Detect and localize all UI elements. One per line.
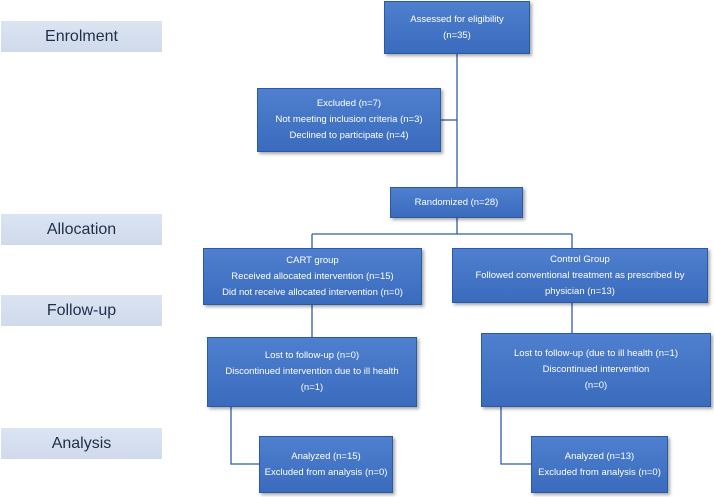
excluded-line2: Not meeting inclusion criteria (n=3) — [275, 114, 423, 125]
control-analysis-line1: Analyzed (n=13) — [564, 450, 635, 462]
control-analysis-box: Analyzed (n=13) Excluded from analysis (… — [531, 436, 668, 493]
cart-line1: CART group — [286, 254, 339, 266]
control-line1: Control Group — [550, 253, 610, 265]
cart-analysis-line1: Analyzed (n=15) — [291, 450, 361, 462]
cart-line3: Did not receive allocated intervention (… — [222, 286, 403, 298]
control-followup-line2: Discontinued intervention — [542, 364, 650, 375]
stage-enrolment: Enrolment — [1, 21, 162, 52]
assessed-line2: (n=35) — [443, 29, 471, 41]
control-followup-line3: (n=0) — [584, 380, 608, 391]
stage-followup: Follow-up — [1, 295, 162, 326]
control-group-box: Control Group Followed conventional trea… — [452, 248, 708, 303]
cart-analysis-line2: Excluded from analysis (n=0) — [264, 466, 388, 478]
assessed-box: Assessed for eligibility (n=35) — [384, 1, 530, 54]
excluded-line3: Declined to participate (n=4) — [289, 130, 409, 141]
cart-followup-box: Lost to follow-up (n=0) Discontinued int… — [207, 337, 417, 407]
control-analysis-line2: Excluded from analysis (n=0) — [538, 466, 661, 478]
control-followup-line1: Lost to follow-up (due to ill health (n=… — [514, 348, 678, 359]
randomized-box: Randomized (n=28) — [390, 187, 523, 218]
control-followup-box: Lost to follow-up (due to ill health (n=… — [481, 333, 711, 407]
cart-analysis-box: Analyzed (n=15) Excluded from analysis (… — [259, 436, 393, 493]
cart-followup-line2: Discontinued intervention due to ill hea… — [225, 366, 399, 377]
excluded-box: Excluded (n=7) Not meeting inclusion cri… — [257, 88, 441, 152]
stage-allocation: Allocation — [1, 214, 162, 245]
connector-control-analysis — [500, 407, 531, 465]
cart-followup-line1: Lost to follow-up (n=0) — [264, 350, 360, 361]
stage-analysis: Analysis — [1, 428, 162, 459]
cart-followup-line3: (n=1) — [300, 382, 324, 393]
randomized-line1: Randomized (n=28) — [414, 196, 499, 208]
cart-line2: Received allocated intervention (n=15) — [231, 270, 394, 282]
cart-group-box: CART group Received allocated interventi… — [203, 248, 422, 305]
control-line2: Followed conventional treatment as presc… — [475, 269, 685, 297]
excluded-line1: Excluded (n=7) — [316, 98, 382, 109]
connector-cart-analysis — [230, 407, 259, 465]
assessed-line1: Assessed for eligibility — [410, 13, 504, 25]
